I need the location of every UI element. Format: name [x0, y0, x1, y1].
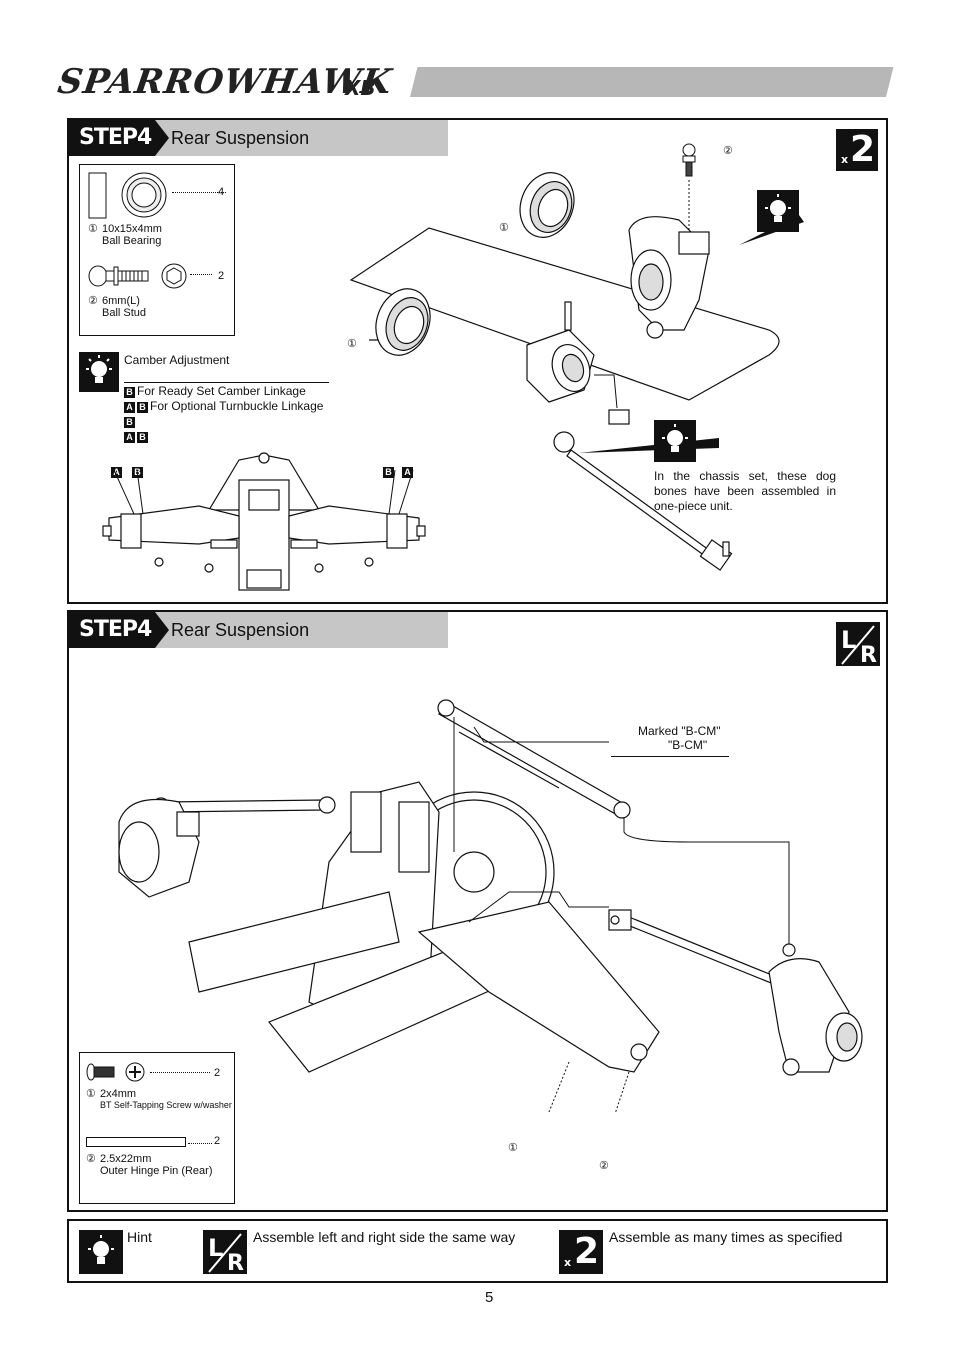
brand-logo: SPARROWHAWK	[55, 62, 395, 102]
rear-suspension-assembly-drawing	[118, 699, 863, 1112]
part-2-size: 2.5x22mm	[100, 1153, 152, 1165]
step-tag-arrow	[155, 120, 169, 156]
part-2-size: 6mm(L)	[102, 295, 140, 307]
marked-underline	[611, 756, 729, 757]
step-title: Rear Suspension	[171, 128, 310, 148]
screw-icon	[86, 1063, 115, 1081]
legend-times-label: Assemble as many times as specified	[609, 1229, 843, 1245]
header-bar	[410, 67, 894, 97]
part-2-num: ②	[88, 295, 98, 307]
part-1-qty: 4	[218, 186, 225, 198]
part-1-num: ①	[86, 1088, 96, 1100]
step-title: Rear Suspension	[171, 620, 310, 640]
brand-logo-suffix: XB	[345, 76, 376, 100]
dotted-leader-2	[188, 1143, 212, 1144]
legend-box: Hint L R Assemble left and right side th…	[67, 1219, 888, 1283]
parts-box: 4 ① 10x15x4mm Ball Bearing 2 ② 6mm(L) Ba…	[79, 164, 235, 336]
legend-lr-label: Assemble left and right side the same wa…	[253, 1229, 516, 1245]
multiplier-badge: x 2	[836, 129, 878, 171]
left-right-icon: L R	[203, 1230, 247, 1274]
camber-line-3: B	[124, 414, 137, 428]
rear-assembly-drawing	[102, 452, 426, 591]
camber-title: Camber Adjustment	[124, 353, 230, 367]
step-panel-bottom: STEP4 Rear Suspension L R Marked "B-CM" …	[67, 610, 888, 1212]
hint-icon	[757, 190, 799, 232]
bearing-icon	[121, 172, 167, 218]
part-1-size: 2x4mm	[100, 1088, 137, 1100]
part-2-name: Outer Hinge Pin (Rear)	[100, 1165, 213, 1177]
part-2-num: ②	[86, 1153, 96, 1165]
screw-head-icon	[125, 1062, 145, 1082]
parts-box: 2 ① 2x4mm BT Self-Tapping Screw w/washer…	[79, 1052, 235, 1204]
svg-text:R: R	[860, 643, 877, 666]
callout-bearing-top: ①	[499, 222, 509, 234]
legend-hint-label: Hint	[127, 1229, 152, 1245]
dotted-leader	[172, 185, 226, 193]
exploded-view-drawing	[349, 143, 804, 571]
ball-stud-icon	[88, 265, 149, 287]
multiplier-icon: x 2	[559, 1230, 603, 1274]
hint-icon	[79, 1230, 123, 1274]
hint-text: In the chassis set, these dog bones have…	[654, 469, 836, 513]
svg-text:L: L	[841, 626, 856, 654]
dotted-leader	[150, 1072, 210, 1073]
svg-text:L: L	[208, 1234, 223, 1262]
part-2-name: Ball Stud	[102, 307, 147, 319]
callout-bearing-left: ①	[347, 338, 357, 350]
bearing-side-icon	[88, 172, 107, 219]
part-1-name: Ball Bearing	[102, 235, 162, 247]
callout-screw: ①	[508, 1142, 518, 1154]
dotted-leader-2	[190, 274, 212, 275]
part-2-qty: 2	[218, 270, 225, 282]
part-1-name: BT Self-Tapping Screw w/washer	[100, 1100, 232, 1110]
left-right-badge: L R	[836, 622, 880, 666]
step-tag: STEP4	[69, 612, 155, 648]
callout-pin: ②	[599, 1160, 609, 1172]
part-1-num: ①	[88, 223, 98, 235]
step-panel-top: STEP4 Rear Suspension x 2 4 ① 10x15x4mm …	[67, 118, 888, 604]
part-1-size: 10x15x4mm	[102, 223, 162, 235]
camber-underline	[124, 382, 329, 383]
marked-label: Marked "B-CM"	[638, 724, 721, 738]
callout-stud: ②	[723, 145, 733, 157]
svg-text:R: R	[227, 1251, 244, 1274]
hint-icon	[79, 352, 119, 392]
step-tag-arrow	[155, 612, 169, 648]
marked-label-2: "B-CM"	[668, 738, 708, 752]
part-2-qty: 2	[214, 1135, 221, 1147]
page-number: 5	[485, 1289, 494, 1306]
hinge-pin-icon	[86, 1137, 186, 1147]
hex-nut-icon	[161, 263, 187, 289]
step-tag: STEP4	[69, 120, 155, 156]
part-1-qty: 2	[214, 1067, 221, 1079]
hint-icon	[654, 420, 696, 462]
